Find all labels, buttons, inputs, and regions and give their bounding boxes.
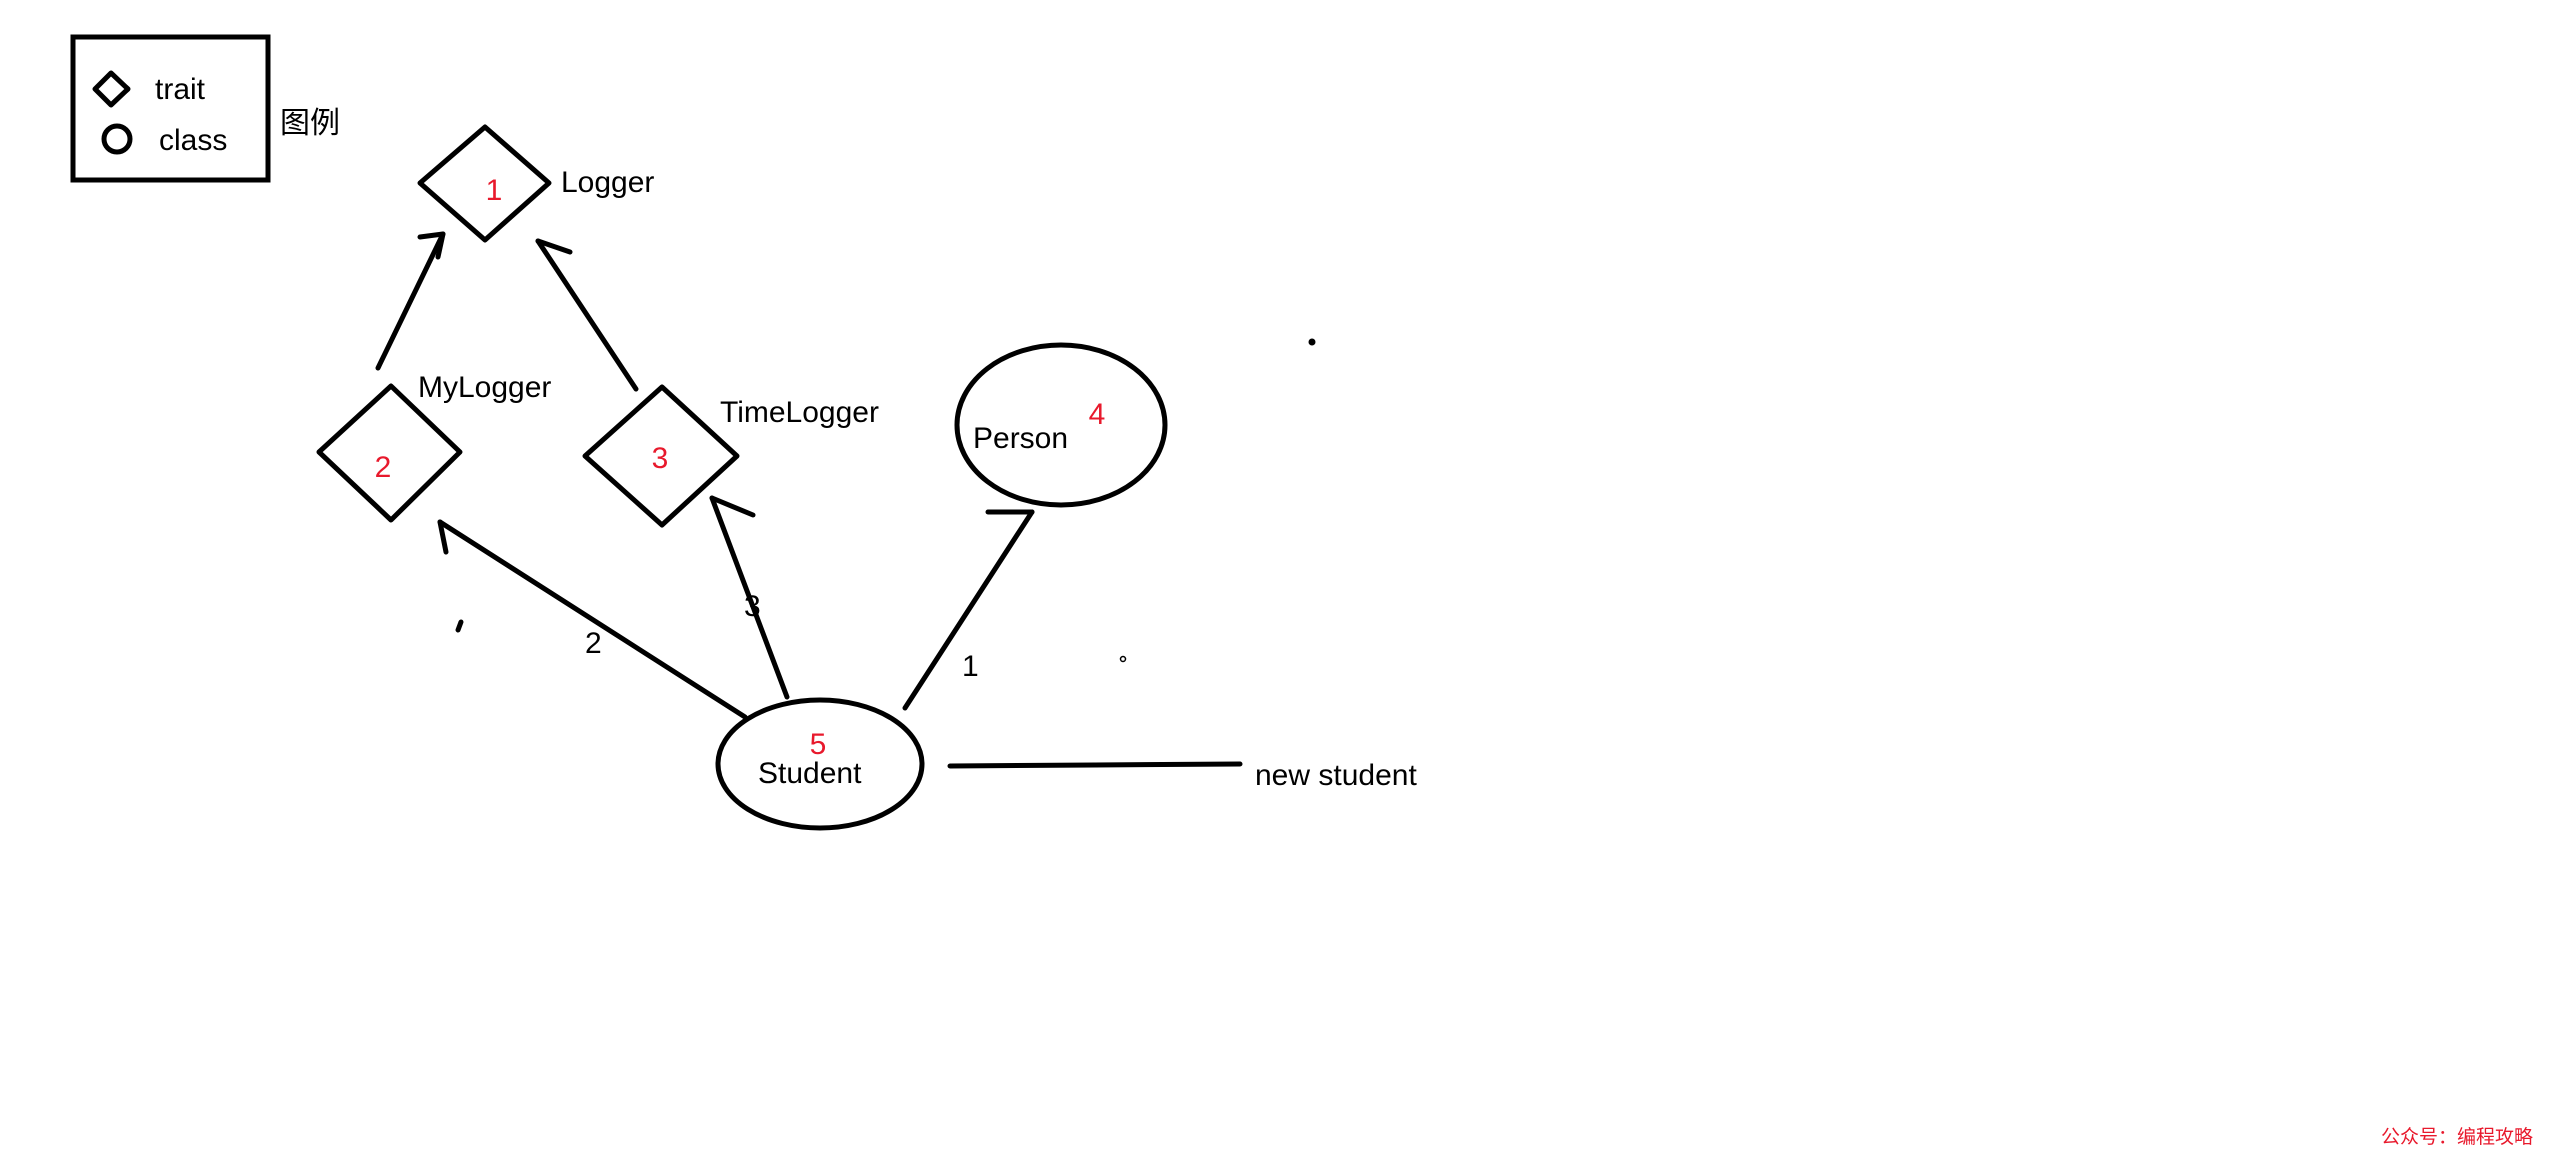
edge-timelogger-to-logger	[535, 238, 639, 392]
legend-box	[70, 34, 271, 183]
edge-student-to-mylogger: 2	[437, 519, 748, 720]
edge-student-mylogger-line	[437, 519, 748, 720]
mylogger-diamond	[316, 383, 463, 523]
edge-mylogger-to-logger	[375, 231, 446, 371]
person-label: Person	[973, 422, 1068, 455]
edge-student-mylogger-arrowhead	[437, 519, 449, 555]
legend-trait-label: trait	[155, 73, 206, 106]
node-student: 5 Student	[715, 697, 925, 831]
stray-tick	[455, 619, 464, 633]
legend-class-icon	[101, 123, 133, 155]
person-ellipse	[954, 342, 1168, 508]
node-logger: 1 Logger	[417, 124, 654, 243]
edge-student-to-timelogger: 3	[709, 495, 790, 700]
timelogger-diamond	[582, 384, 740, 528]
edge-timelogger-logger-arrowhead	[535, 238, 573, 255]
legend-caption: 图例	[280, 107, 340, 140]
legend-trait-icon	[92, 70, 131, 108]
logger-diamond	[417, 124, 552, 243]
logger-order-number: 1	[486, 174, 503, 207]
edge-student-mylogger-label: 2	[585, 627, 602, 660]
legend: trait class 图例	[70, 34, 340, 183]
edge-student-timelogger-arrowhead	[709, 495, 756, 518]
legend-class-label: class	[159, 124, 227, 157]
mylogger-order-number: 2	[375, 451, 392, 484]
stray-small-circle	[1119, 655, 1127, 663]
edge-timelogger-logger-line	[535, 238, 639, 392]
edge-student-to-person: 1	[902, 509, 1035, 711]
timelogger-order-number: 3	[652, 442, 669, 475]
edge-student-person-line	[902, 509, 1035, 711]
edge-mylogger-logger-line	[375, 231, 446, 371]
edge-student-timelogger-label: 3	[744, 590, 761, 623]
watermark: 公众号：编程攻略	[2381, 1126, 2533, 1148]
person-order-number: 4	[1089, 398, 1106, 431]
edge-student-person-label: 1	[962, 650, 979, 683]
node-mylogger: 2 MyLogger	[316, 371, 551, 523]
edge-student-timelogger-line	[709, 495, 790, 700]
new-student-line	[947, 761, 1243, 769]
edge-mylogger-logger-arrowhead	[417, 231, 446, 260]
logger-label: Logger	[561, 166, 654, 199]
node-timelogger: 3 TimeLogger	[582, 384, 879, 528]
timelogger-label: TimeLogger	[720, 396, 879, 429]
student-ellipse	[715, 697, 925, 831]
student-label: Student	[758, 757, 862, 790]
mylogger-label: MyLogger	[418, 371, 551, 404]
student-order-number: 5	[810, 728, 827, 761]
node-person: Person 4	[954, 342, 1168, 508]
new-student-label: new student	[1255, 759, 1417, 792]
stray-dot	[1308, 338, 1316, 346]
new-student-annotation: new student	[947, 759, 1417, 792]
